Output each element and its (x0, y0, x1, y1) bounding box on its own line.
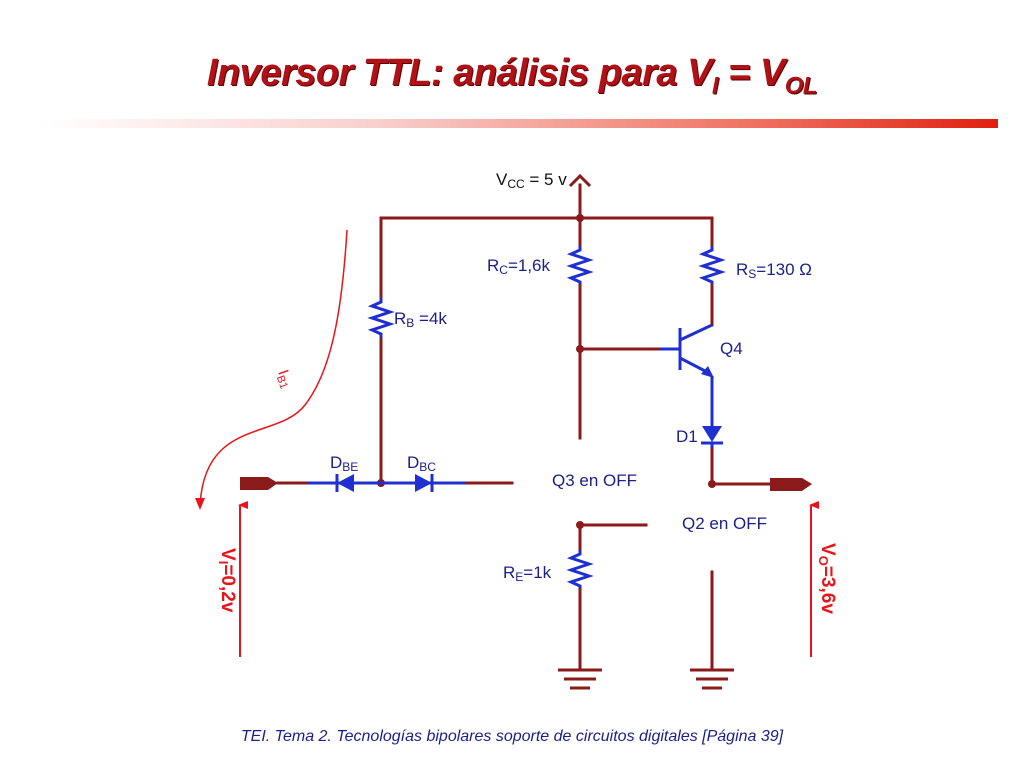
rs-label: RS=130 Ω (736, 260, 812, 281)
resistor-rc-icon (566, 246, 594, 284)
wires (276, 183, 772, 670)
ib1-current-path-arrow (199, 229, 348, 506)
dbc-label: DBC (407, 453, 436, 474)
diode-dbe-icon (308, 474, 381, 492)
rb-label: RB =4k (394, 309, 447, 330)
transistor-q4-icon (660, 323, 714, 426)
diode-d1-icon (701, 426, 723, 448)
q4-emitter-arrow-icon (701, 366, 714, 378)
vi-label: VI=0,2v (216, 548, 238, 613)
ib1-label: IB1 (272, 368, 296, 391)
dbe-label: DBE (330, 453, 358, 474)
q3-status-label: Q3 en OFF (552, 471, 637, 490)
ib1-arrow-head-icon (195, 498, 205, 510)
rc-label: RC=1,6k (487, 256, 551, 277)
page-title: Inversor TTL: análisis para VI = VOL (206, 52, 818, 100)
re-label: RE=1k (503, 563, 552, 584)
title-divider (40, 119, 998, 128)
output-terminal-icon (770, 478, 812, 491)
vo-label: VO=3,6v (816, 543, 838, 614)
input-terminal-icon (240, 477, 278, 490)
vcc-arrow-icon (568, 173, 592, 188)
vcc-label: VCC = 5 v (496, 170, 567, 191)
resistor-re-icon (566, 550, 594, 588)
footer-caption: TEI. Tema 2. Tecnologías bipolares sopor… (240, 728, 784, 745)
diode-dbc-icon (381, 474, 465, 492)
resistor-rb-icon (367, 298, 395, 338)
ground-icon-q2 (690, 668, 734, 690)
d1-label: D1 (676, 427, 698, 446)
resistor-rs-icon (698, 246, 726, 284)
q4-label: Q4 (720, 339, 743, 358)
ground-icon-re (558, 668, 602, 690)
q2-status-label: Q2 en OFF (682, 514, 767, 533)
